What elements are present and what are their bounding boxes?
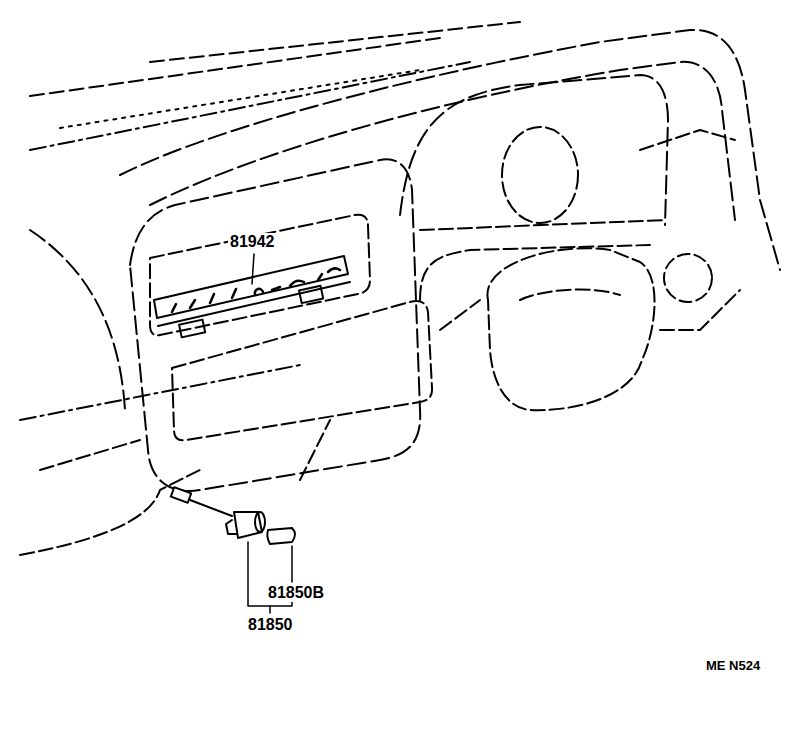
callout-number: 81850B [266, 584, 326, 602]
diagram-code: ME N524 [704, 658, 762, 673]
callout-number: 81850 [246, 616, 295, 634]
callout-number: 81942 [228, 233, 277, 251]
